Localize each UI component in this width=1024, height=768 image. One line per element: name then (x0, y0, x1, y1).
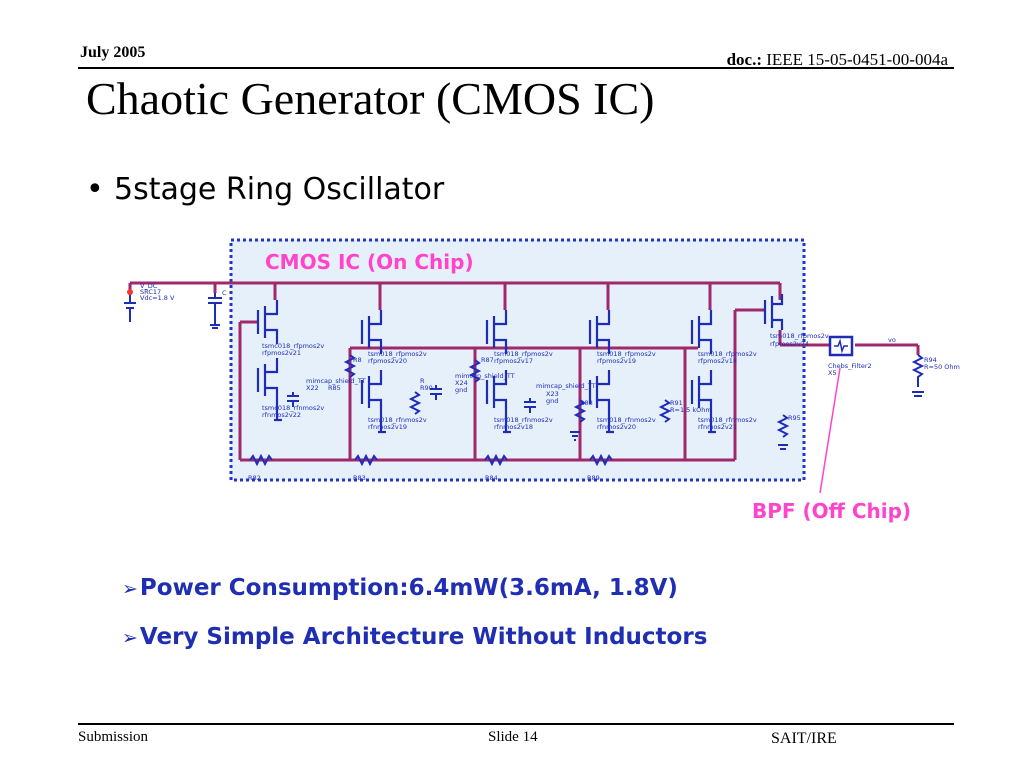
component-labels: V_DC SRC17 Vdc=1.8 V C tsmc018_rfpmos2v … (140, 282, 960, 482)
arrow-bullet-icon: ➢ (122, 578, 138, 600)
on-chip-label: CMOS IC (On Chip) (265, 250, 474, 274)
nmos-d-label: tsm018_rfnmos2v (597, 416, 656, 424)
res-r89-label: R89 (587, 474, 600, 482)
passives (124, 289, 925, 467)
nmos-e-label: tsm018_rfnmos2v (698, 416, 757, 424)
arrow-bullet-icon: ➢ (122, 627, 138, 649)
cap2-label: mimcap_shield_TT (455, 372, 515, 380)
res-r95-label: R95 (788, 414, 801, 422)
on-chip-boundary (229, 238, 806, 482)
pmos-a-inst: rfpmos2v21 (262, 349, 301, 357)
res-r90-label: R90 (420, 384, 433, 392)
pmos-b-inst: rfpmos2v20 (368, 357, 407, 365)
res-r88-label: R88 (580, 399, 593, 407)
res-r8-label: R8 (353, 356, 362, 364)
nmos-e-inst: rfnmos2v21 (698, 423, 737, 431)
res-r-label: R (420, 377, 425, 385)
bullet-item: • 5stage Ring Oscillator (86, 172, 444, 207)
off-chip-label: BPF (Off Chip) (752, 499, 912, 523)
cap-c-label: C (222, 289, 227, 297)
bullet-text: 5stage Ring Oscillator (114, 172, 445, 207)
vdc-src: SRC17 (140, 288, 161, 296)
pmos-d-label: tsm018_rfpmos2v (597, 350, 656, 358)
nmos-c-inst: rfnmos2v18 (494, 423, 533, 431)
nmos-b-inst: rfnmos2v19 (368, 423, 407, 431)
cap3-gnd: gnd (546, 397, 558, 405)
cap1-label: mimcap_shield_TT (306, 377, 366, 385)
res-r94-value: R=50 Ohm (924, 363, 960, 371)
pmos-f-label: tsm018_rfpmos2v (770, 332, 829, 340)
pmos-c-inst: rfpmos2v17 (494, 357, 533, 365)
res-r82-label: R82 (248, 474, 261, 482)
key-point-text: Very Simple Architecture Without Inducto… (139, 624, 708, 650)
filter-label: Chebs_Filter2 (828, 362, 872, 370)
pmos-b-label: tsm018_rfpmos2v (368, 350, 427, 358)
nmos-a-label: tsmc018_rfnmos2v (262, 404, 324, 412)
res-r87-label: R87 (481, 356, 494, 364)
res-r91-value: R=1.5 kOhm (670, 406, 712, 414)
bpf-callout-line (819, 367, 841, 494)
footer-organization: SAIT/IRE (771, 730, 837, 747)
cap3-label: mimcap_shield_TT (536, 382, 596, 390)
res-r84-label: R84 (485, 474, 498, 482)
res-r91-label: R91 (670, 399, 683, 407)
header-doc-id: doc.: IEEE 15-05-0451-00-004a (727, 50, 948, 70)
footer-slide-number: Slide 14 (488, 729, 538, 745)
key-point-power: ➢Power Consumption:6.4mW(3.6mA, 1.8V) (122, 575, 678, 601)
doc-prefix: doc.: (726, 50, 762, 69)
bpf-filter-block (828, 335, 854, 357)
res-r83-label: R83 (353, 474, 366, 482)
footer-rule (78, 723, 954, 725)
cap2-inst: X24 (455, 379, 468, 387)
pmos-a-label: tsmc018_rfpmos2v (262, 342, 324, 350)
cap2-gnd: gnd (455, 386, 467, 394)
res-r94-label: R94 (924, 356, 937, 364)
filter-inst: X5 (828, 369, 837, 377)
slide-title: Chaotic Generator (CMOS IC) (86, 73, 655, 124)
bullet-dot: • (86, 172, 104, 207)
vo-label: vo (888, 336, 896, 344)
transistors (256, 294, 784, 434)
key-point-text: Power Consumption:6.4mW(3.6mA, 1.8V) (139, 575, 678, 601)
pmos-e-inst: rfpmos2v18 (698, 357, 737, 365)
pmos-e-label: tsm018_rfpmos2v (698, 350, 757, 358)
vdc-value: Vdc=1.8 V (140, 294, 175, 302)
key-point-architecture: ➢Very Simple Architecture Without Induct… (122, 624, 707, 650)
cap3-inst: X23 (546, 390, 559, 398)
footer-submission: Submission (78, 729, 149, 745)
cap1-inst: X22 (306, 384, 319, 392)
pmos-f-inst: rfpmos2v24 (770, 340, 809, 348)
header-rule (78, 67, 954, 69)
doc-number: IEEE 15-05-0451-00-004a (766, 50, 948, 69)
nmos-b-label: tsm018_rfnmos2v (368, 416, 427, 424)
pmos-d-inst: rfpmos2v19 (597, 357, 636, 365)
nmos-a-inst: rfnmos2v22 (262, 411, 301, 419)
nmos-c-label: tsm018_rfnmos2v (494, 416, 553, 424)
wires (128, 281, 920, 462)
vdc-name: V_DC (140, 282, 158, 290)
nmos-d-inst: rfnmos2v20 (597, 423, 636, 431)
res-r85-label: R85 (328, 384, 341, 392)
header-date: July 2005 (80, 44, 146, 61)
pmos-c-label: tsm018_rfpmos2v (494, 350, 553, 358)
